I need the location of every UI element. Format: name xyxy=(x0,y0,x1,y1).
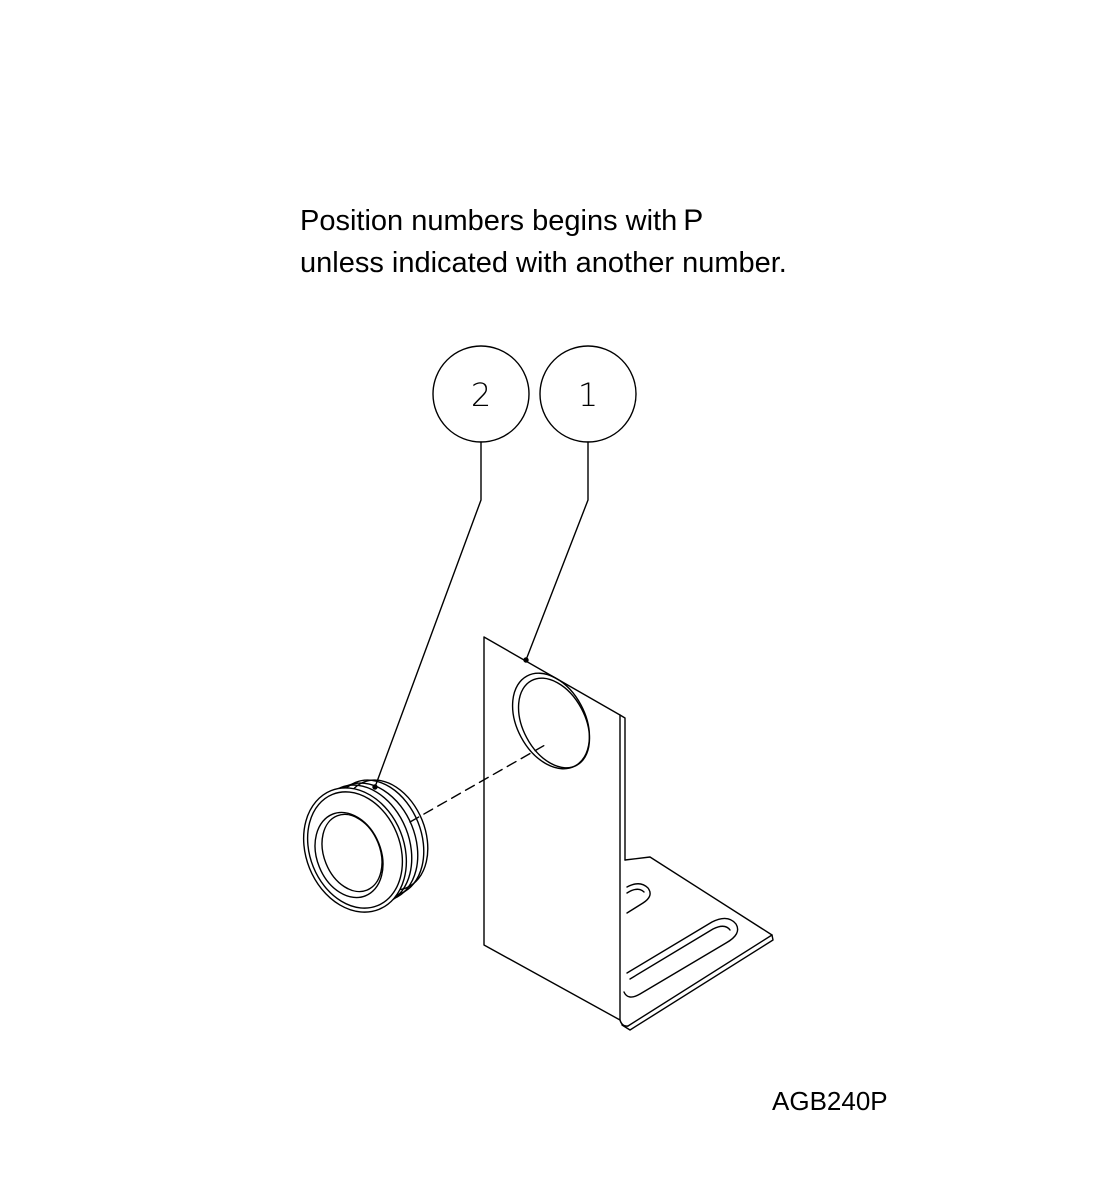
grommet-part xyxy=(302,779,429,913)
callout-2-leader xyxy=(374,441,482,788)
bracket-slot-long-inner xyxy=(629,925,731,980)
callout-2: 2 xyxy=(372,345,530,790)
bracket-vertical-face xyxy=(483,636,621,1021)
bracket-horizontal-edge xyxy=(621,934,774,1031)
bracket-round-hole-inner xyxy=(517,677,591,769)
grommet-front-ring xyxy=(302,787,408,913)
drawing-code: AGB240P xyxy=(772,1086,888,1116)
grommet-bore-inner xyxy=(321,813,383,893)
note-line-1-text: Position numbers begins with xyxy=(300,205,678,237)
bracket-slot-long xyxy=(623,917,739,998)
assembly-center-line xyxy=(409,744,546,823)
bracket-slot-upper-inner xyxy=(626,888,645,894)
bracket-bend xyxy=(619,1019,629,1027)
callout-2-label: 2 xyxy=(471,376,491,414)
callout-1: 1 xyxy=(523,345,637,663)
bracket-horizontal-face xyxy=(624,856,773,1027)
bracket-part xyxy=(483,636,774,1031)
callout-1-label: 1 xyxy=(578,376,598,414)
grommet-front-ring-inner xyxy=(306,791,404,909)
note-line-2: unless indicated with another number. xyxy=(300,247,787,279)
position-prefix: P xyxy=(683,204,704,237)
bracket-vertical-edge xyxy=(619,714,626,861)
bracket-slot-upper xyxy=(626,883,651,914)
callout-1-leader xyxy=(525,441,589,661)
